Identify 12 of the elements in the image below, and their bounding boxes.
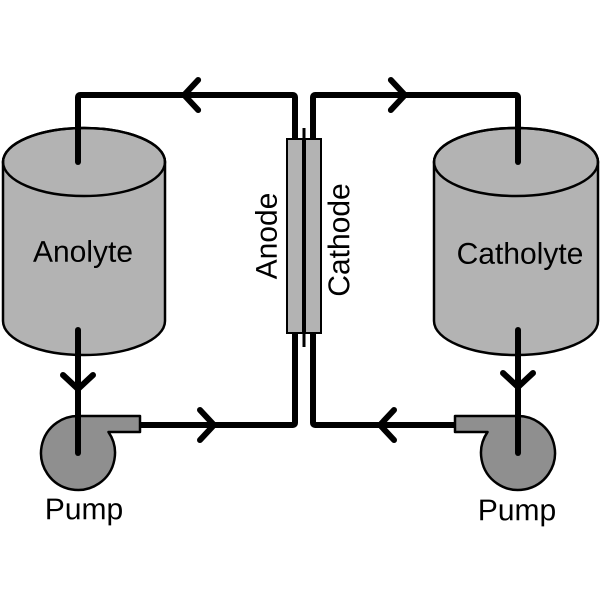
- pump-label: Pump: [480, 500, 555, 526]
- tank: Anolyte: [2, 125, 166, 358]
- pipe: [75, 77, 298, 139]
- pipe: [310, 77, 521, 139]
- pump-label: Pump: [47, 498, 122, 526]
- tank: Catholyte: [432, 125, 600, 358]
- electrode-label: Anode: [255, 194, 278, 280]
- electrode-label: Cathode: [328, 184, 350, 296]
- pipe: [500, 355, 536, 416]
- pipe: [60, 355, 96, 416]
- pipe: [140, 333, 298, 443]
- pipe: [310, 333, 455, 443]
